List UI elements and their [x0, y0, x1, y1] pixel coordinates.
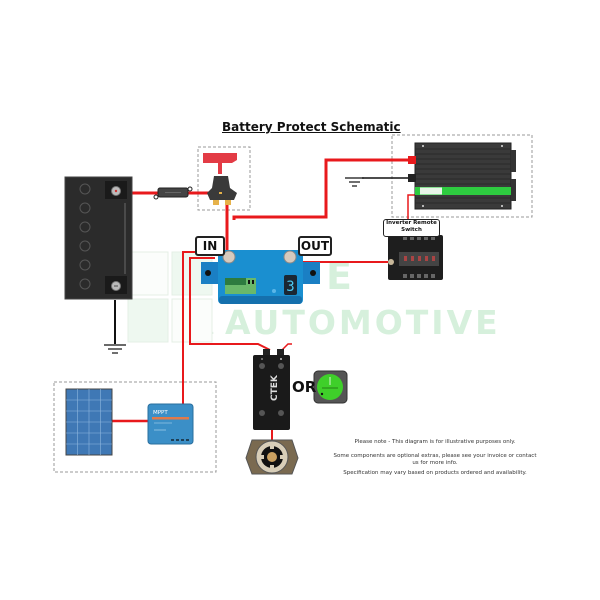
battery[interactable] [64, 176, 133, 300]
note-disclaimer: Please note - This diagram is for illust… [354, 439, 516, 445]
wire-in-to-ctek [189, 257, 271, 351]
battery-monitor[interactable] [313, 370, 348, 404]
inline-fuse[interactable] [153, 186, 193, 200]
battery-protect-display-value: 3 [286, 279, 294, 295]
inverter-label-stripe [415, 187, 511, 195]
in-label: IN [195, 236, 225, 256]
watermark-grid [127, 251, 213, 343]
mppt-controller[interactable] [147, 403, 194, 445]
mppt-label: MPPT [153, 410, 168, 416]
ground-symbol-inverter [345, 177, 364, 187]
inverter-remote-switch-label: Inverter Remote Switch [383, 219, 440, 237]
ground-symbol-battery [104, 344, 126, 354]
out-label: OUT [298, 236, 332, 256]
wire-ctek-second [281, 343, 292, 351]
ctek-label: CTEK [270, 374, 280, 401]
battery-protect-display [284, 275, 297, 295]
inverter-remote-switch-block[interactable] [388, 235, 443, 280]
isolator-switch[interactable] [203, 153, 237, 205]
ctek-charger[interactable] [253, 349, 290, 430]
wire-to-inverter [232, 158, 410, 220]
inverter-positive-terminal [408, 156, 416, 164]
alternator[interactable] [245, 439, 299, 475]
note-optional-extras: Some components are optional extras, ple… [333, 453, 537, 466]
battery-vent-caps [79, 183, 91, 290]
inverter-negative-terminal [408, 174, 416, 182]
power-inverter[interactable] [408, 142, 516, 210]
battery-protect[interactable] [201, 250, 320, 304]
battery-protect-in-terminal[interactable] [222, 250, 236, 264]
diagram-title: Battery Protect Schematic [222, 120, 401, 134]
inverter-group-box [391, 134, 533, 218]
solar-panel[interactable] [65, 388, 113, 456]
isolator-group-box [197, 146, 251, 211]
battery-protect-out-terminal[interactable] [283, 250, 297, 264]
note-specification: Specification may vary based on products… [343, 470, 527, 476]
or-label: OR [292, 378, 317, 396]
solar-group-box [53, 381, 217, 473]
